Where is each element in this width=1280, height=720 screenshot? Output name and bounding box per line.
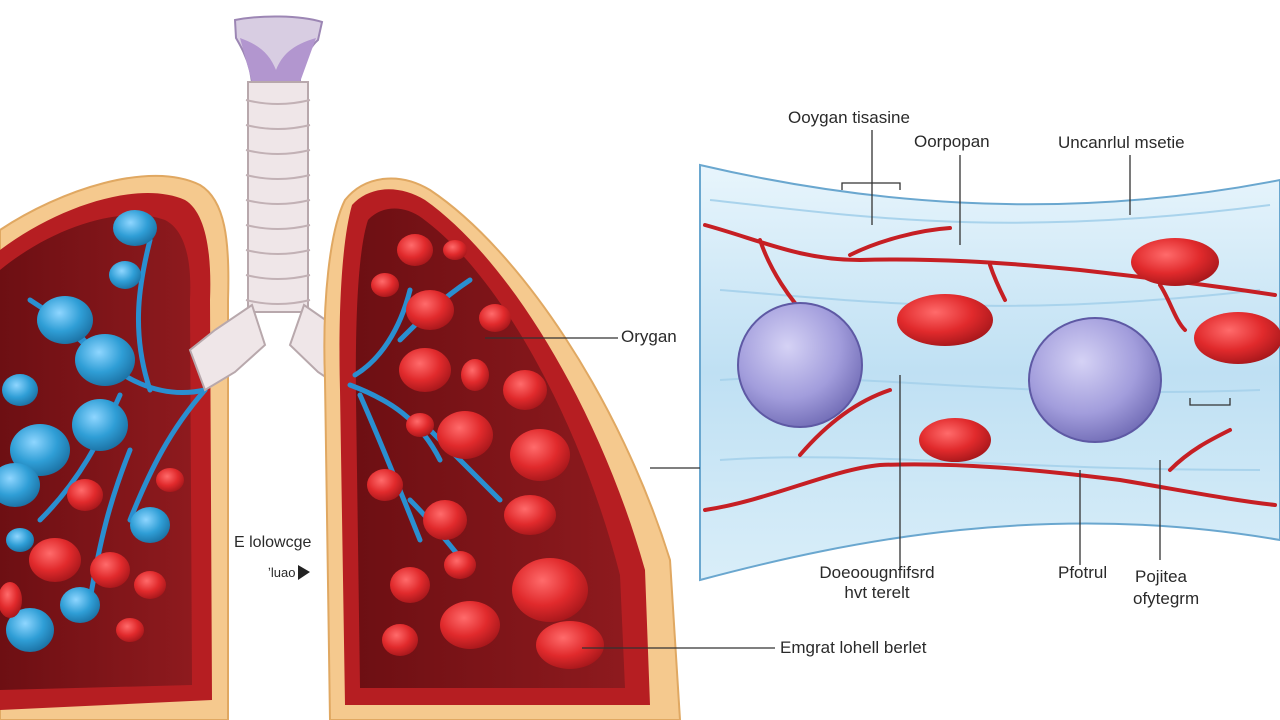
left-blood-cells: [0, 210, 184, 652]
trachea-rings: [245, 99, 311, 305]
label-vein-note-line2: ofytegrm: [1133, 589, 1200, 608]
capillaries: [703, 223, 1277, 512]
label-engrat: Emgrat lohell berlet: [780, 638, 927, 657]
label-lung-note-line2: ʼluao: [268, 565, 296, 580]
label-lung-note-line1: E lolowcge: [234, 534, 312, 551]
left-lung: [0, 174, 230, 720]
white-cell-left: [737, 302, 863, 428]
leader-lines: [485, 130, 1231, 649]
trachea-tube: [247, 81, 309, 313]
label-oxygen-tissue: Ooygan tisasine: [788, 108, 910, 127]
label-unarrul: Uncanrlul msetie: [1058, 133, 1185, 152]
red-cell-4: [919, 418, 991, 462]
vessel-section: [699, 163, 1280, 582]
left-bronchus: [188, 303, 267, 392]
label-frontal: Pfotrul: [1058, 563, 1108, 582]
label-oxygen: Orygan: [621, 327, 677, 346]
label-deoxygenated-line2: hvt terelt: [844, 583, 910, 602]
white-cell-right: [1028, 317, 1162, 443]
label-vein-note-line1: Pojitea: [1135, 567, 1187, 586]
larynx-shade: [240, 38, 316, 82]
red-cell-3: [1194, 312, 1280, 364]
label-oxopon: Oorpopan: [914, 132, 990, 151]
red-cell-1: [897, 294, 993, 346]
lung-note-arrow-icon: [298, 565, 310, 580]
right-lung: [323, 177, 682, 720]
red-cell-2: [1131, 238, 1219, 286]
right-blood-cells: [367, 234, 604, 669]
label-deoxygenated-line1: Doeoougnfifsrd: [819, 563, 935, 582]
